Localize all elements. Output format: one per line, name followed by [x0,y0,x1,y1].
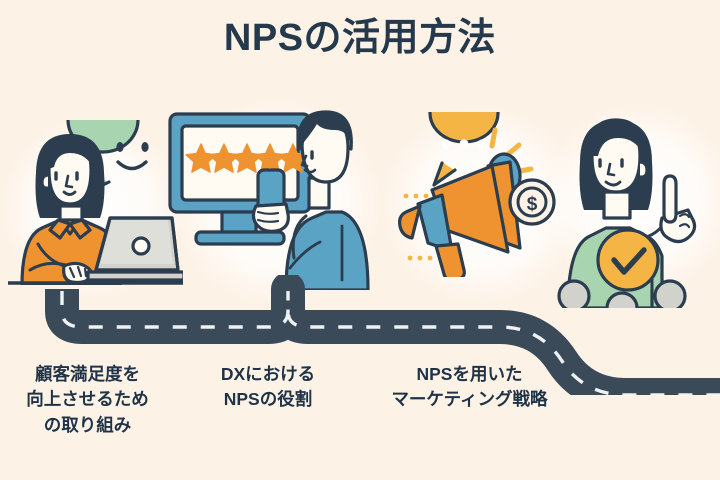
caption-dx: DXにおける NPSの役割 [220,364,316,410]
caption-marketing: NPSを用いた マーケティング戦略 [391,364,548,410]
svg-text:$: $ [527,194,538,215]
caption-satisfaction: 顧客満足度を 向上させるため の取り組み [26,364,149,435]
scene-advocates [557,118,697,308]
monitor-with-stars [168,112,312,246]
megaphone [398,152,522,277]
winding-road [45,275,720,395]
dollar-coin: $ [508,178,556,226]
three-people [557,279,687,308]
page-title: NPSの活用方法 [223,17,497,59]
speech-bubble-dots [428,112,500,187]
check-badge [596,228,660,292]
scene-satisfaction [8,120,183,285]
scene-dx [168,110,370,290]
scene-marketing: $ [398,112,556,277]
